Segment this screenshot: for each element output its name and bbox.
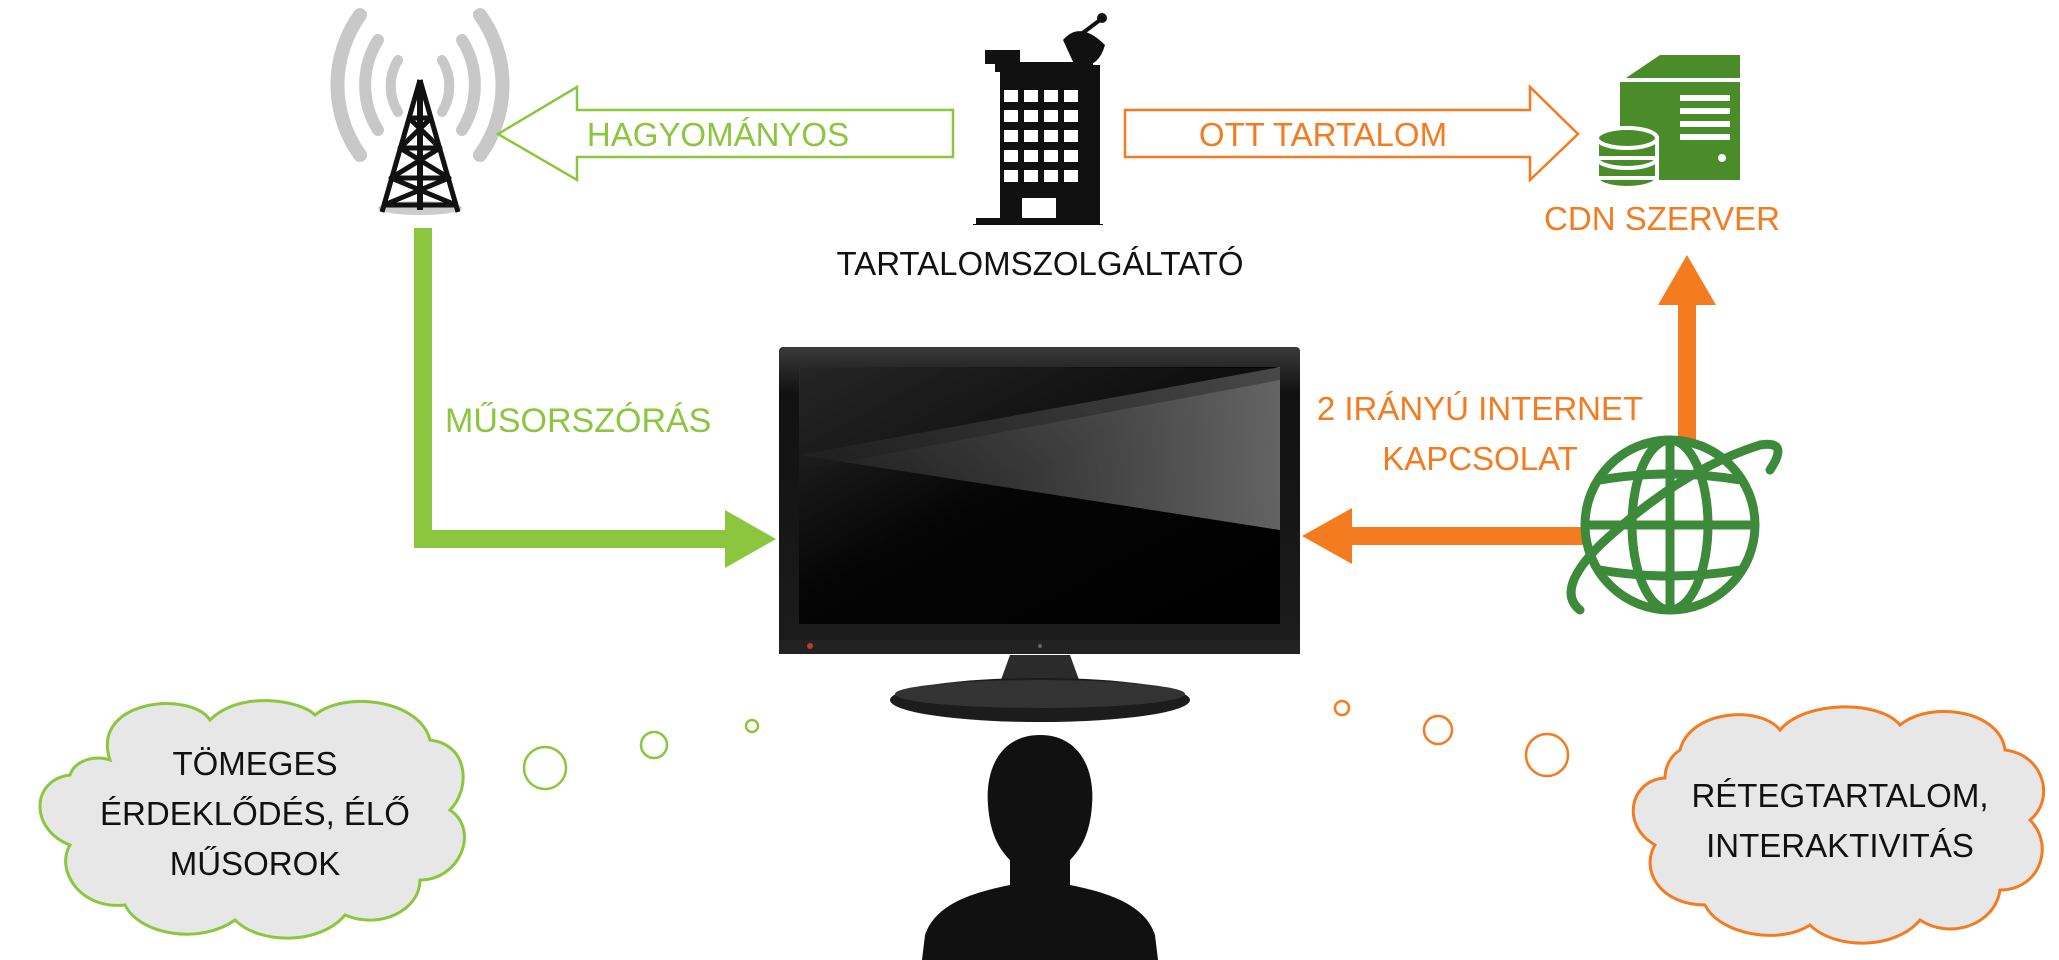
traditional-arrow <box>495 84 955 183</box>
left-thought-dots <box>522 718 760 791</box>
ott-content-label: OTT TARTALOM <box>1199 116 1447 153</box>
cdn-server-icon <box>1595 55 1740 190</box>
right-thought-dots <box>1333 699 1570 778</box>
building-satellite-icon <box>973 13 1107 225</box>
person-silhouette-icon <box>922 735 1158 960</box>
left-cloud-line2: ÉRDEKLŐDÉS, ÉLŐ <box>100 795 410 832</box>
internet-label-line1: 2 IRÁNYÚ INTERNET <box>1317 390 1643 427</box>
cdn-server-label: CDN SZERVER <box>1544 200 1780 237</box>
right-cloud-line1: RÉTEGTARTALOM, <box>1691 777 1988 814</box>
broadcast-arrow <box>414 228 776 568</box>
right-cloud-line2: INTERAKTIVITÁS <box>1706 827 1974 864</box>
left-cloud-line3: MŰSOROK <box>170 845 341 882</box>
traditional-label: HAGYOMÁNYOS <box>587 116 849 153</box>
content-provider-label: TARTALOMSZOLGÁLTATÓ <box>836 245 1243 282</box>
internet-label-line2: KAPCSOLAT <box>1382 440 1578 477</box>
broadcast-label: MŰSORSZÓRÁS <box>445 402 711 440</box>
left-cloud-line1: TÖMEGES <box>172 745 337 782</box>
ott-content-arrow <box>1123 84 1580 183</box>
left-cloud <box>38 699 466 940</box>
right-cloud <box>1631 705 2046 945</box>
television-icon <box>779 347 1300 722</box>
radio-tower-icon <box>330 8 510 215</box>
globe-icon <box>1566 435 1783 615</box>
